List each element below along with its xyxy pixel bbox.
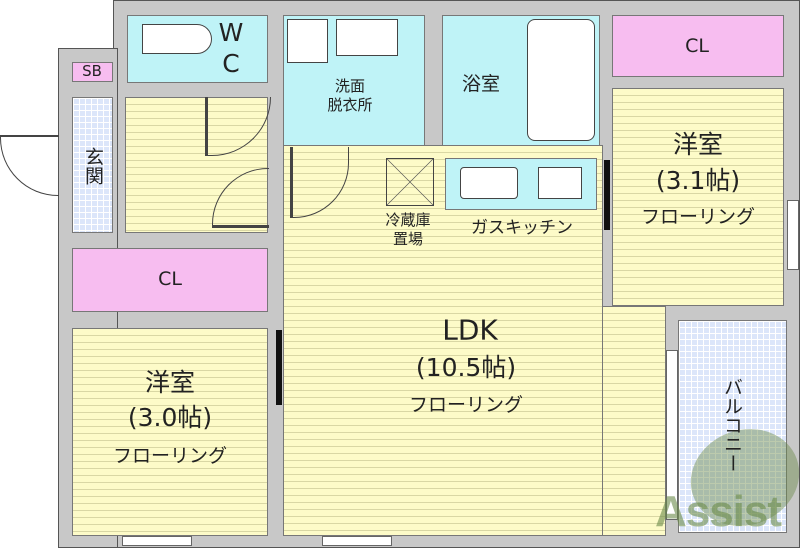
entrance-label: 玄関 <box>81 147 104 185</box>
kitchen-counter <box>445 158 597 210</box>
wc-room <box>127 15 268 83</box>
bathtub-icon <box>527 19 595 141</box>
kitchen-sink-icon <box>460 167 518 199</box>
watermark-text: Assist <box>654 486 782 536</box>
fridge-label-2: 置場 <box>392 230 424 248</box>
bedroom-left <box>72 328 268 536</box>
wc-label-2: C <box>222 48 240 78</box>
ldk-room <box>283 145 603 536</box>
bedroom-left-size: (3.0帖) <box>127 402 213 432</box>
fridge-label-1: 冷蔵庫 <box>385 211 431 229</box>
wc-label-1: W <box>218 17 244 47</box>
bedroom-right-name: 洋室 <box>672 129 724 159</box>
shoebox <box>72 62 113 82</box>
fridge-space-icon <box>386 158 434 206</box>
washroom-label: 洗面脱衣所 <box>327 77 372 115</box>
entrance <box>72 97 113 233</box>
balcony-window <box>666 350 678 520</box>
fridge-label: 冷蔵庫置場 <box>385 211 430 249</box>
closet-right <box>612 15 784 77</box>
window-bottom-ldk <box>322 536 392 546</box>
bedroom-right-size: (3.1帖) <box>655 165 741 195</box>
closet-right-label: CL <box>685 35 709 58</box>
sink-icon <box>336 19 398 56</box>
gas-stove-icon <box>538 167 582 199</box>
window-bottom-left <box>122 536 192 546</box>
ldk-floor: フローリング <box>408 394 524 417</box>
bedroom-right-floor: フローリング <box>640 206 756 229</box>
shoebox-label: SB <box>82 62 102 81</box>
bathroom <box>442 15 600 146</box>
bedroom-left-name: 洋室 <box>144 367 196 397</box>
entry-door[interactable] <box>0 135 59 196</box>
bath-label: 浴室 <box>461 73 501 96</box>
washroom-label-2: 脱衣所 <box>327 96 373 114</box>
balcony <box>678 320 787 533</box>
washing-machine-icon <box>287 19 328 63</box>
washroom-label-1: 洗面 <box>334 77 366 95</box>
ldk-size: (10.5帖) <box>415 352 517 382</box>
sliding-door <box>604 160 610 230</box>
ldk-room-extension <box>603 306 666 536</box>
ldk-name: LDK <box>442 313 498 347</box>
kitchen-label: ガスキッチン <box>471 218 573 239</box>
sliding-door-left <box>276 330 282 405</box>
closet-left <box>72 248 268 312</box>
closet-left-label: CL <box>158 268 182 291</box>
balcony-label: バルコニー <box>720 377 743 473</box>
window-right <box>787 200 799 270</box>
bedroom-left-floor: フローリング <box>112 445 228 468</box>
bedroom-right <box>612 88 784 306</box>
toilet-icon <box>142 24 212 54</box>
